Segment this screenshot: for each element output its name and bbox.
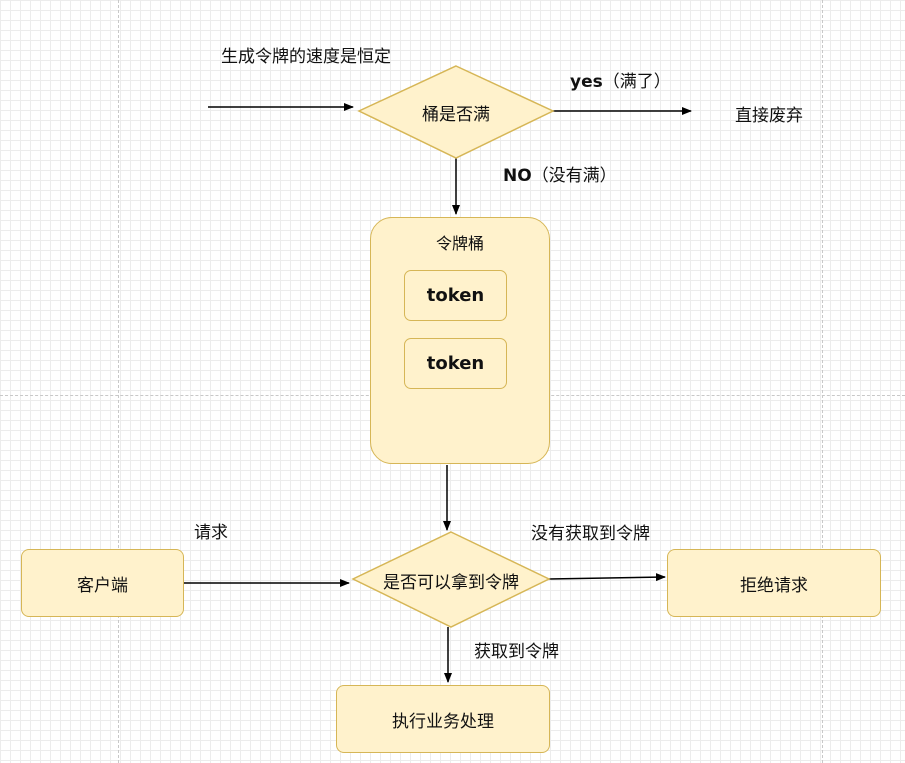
edge-reject bbox=[548, 573, 666, 582]
no-branch-label: NO（没有满） bbox=[503, 161, 617, 186]
page-guide-left bbox=[118, 0, 119, 763]
reject-node: 拒绝请求 bbox=[667, 549, 881, 617]
yes-note: （满了） bbox=[602, 72, 671, 92]
no-note: （没有满） bbox=[531, 166, 617, 186]
request-label: 请求 bbox=[194, 523, 228, 543]
no-text: NO bbox=[503, 166, 532, 186]
full-check-diamond bbox=[357, 65, 555, 159]
process-node: 执行业务处理 bbox=[336, 685, 550, 753]
token-2: token bbox=[404, 338, 507, 389]
token-check-label: 是否可以拿到令牌 bbox=[383, 573, 519, 593]
token-check-diamond bbox=[351, 531, 551, 628]
yes-text: yes bbox=[570, 72, 603, 92]
full-check-label: 桶是否满 bbox=[422, 105, 490, 125]
token-rate-label: 生成令牌的速度是恒定 bbox=[221, 47, 391, 67]
reject-edge-label: 没有获取到令牌 bbox=[531, 524, 650, 544]
token-bucket-title: 令牌桶 bbox=[435, 234, 484, 253]
obtain-edge-label: 获取到令牌 bbox=[474, 642, 559, 662]
client-node: 客户端 bbox=[21, 549, 184, 617]
page-guide-right bbox=[822, 0, 823, 763]
discard-label: 直接废弃 bbox=[735, 106, 803, 126]
yes-branch-label: yes（满了） bbox=[570, 67, 671, 92]
token-1: token bbox=[404, 270, 507, 321]
token-bucket: 令牌桶 token token bbox=[370, 217, 550, 464]
